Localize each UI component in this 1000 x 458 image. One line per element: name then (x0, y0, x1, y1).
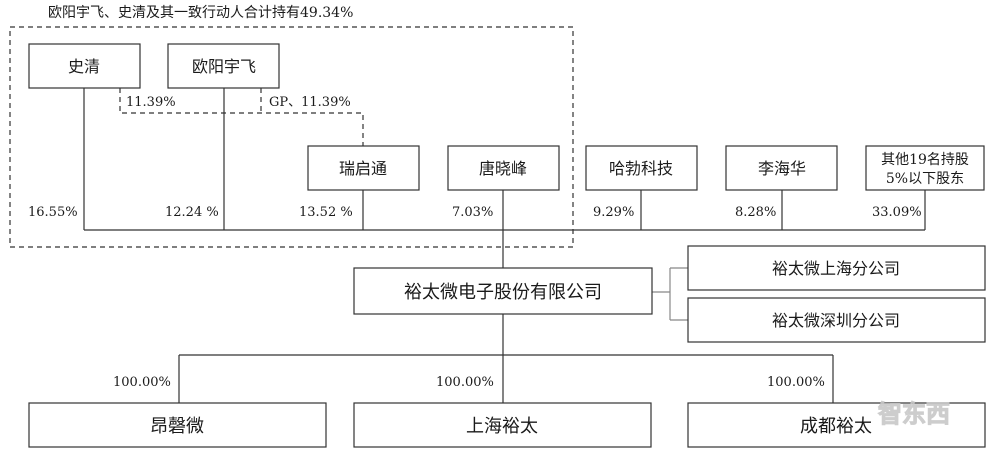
pct-other-shareholders: 33.09% (872, 205, 922, 220)
svg-text:史清: 史清 (68, 57, 100, 76)
svg-text:裕太微深圳分公司: 裕太微深圳分公司 (772, 311, 900, 330)
pct-tang-xiaofeng: 7.03% (452, 205, 493, 220)
svg-text:其他19名持股: 其他19名持股 (881, 152, 969, 168)
node-angqingwei: 昂磬微 (28, 402, 327, 448)
node-tang-xiaofeng: 唐晓峰 (447, 145, 560, 191)
node-chengdu-yutai: 成都裕太 (687, 402, 986, 448)
pct-shi-qing: 16.55% (28, 205, 78, 220)
pct-li-haihua: 8.28% (735, 205, 776, 220)
subsidiary-connectors (178, 314, 834, 403)
svg-text:裕太微上海分公司: 裕太微上海分公司 (772, 259, 900, 278)
node-ruiqitong: 瑞启通 (307, 145, 420, 191)
pct-ruiqitong: 13.52 % (299, 205, 353, 220)
svg-text:昂磬微: 昂磬微 (150, 416, 204, 437)
node-other-shareholders: 其他19名持股 5%以下股东 (865, 145, 985, 191)
pct-shanghai-yutai: 100.00% (436, 375, 494, 390)
svg-text:5%以下股东: 5%以下股东 (886, 171, 964, 187)
pct-chengdu-yutai: 100.00% (767, 375, 825, 390)
node-shanghai-yutai: 上海裕太 (353, 402, 652, 448)
svg-text:裕太微电子股份有限公司: 裕太微电子股份有限公司 (404, 282, 602, 303)
svg-text:唐晓峰: 唐晓峰 (479, 159, 527, 178)
pct-shi-qing-to-ruiqitong: 11.39% (126, 95, 176, 110)
node-li-haihua: 李海华 (725, 145, 838, 191)
node-company: 裕太微电子股份有限公司 (353, 267, 653, 315)
svg-text:李海华: 李海华 (758, 159, 806, 178)
node-habo-tech: 哈勃科技 (585, 145, 698, 191)
pct-angqingwei: 100.00% (113, 375, 171, 390)
branch-connectors (652, 267, 688, 321)
pct-habo-tech: 9.29% (593, 205, 634, 220)
svg-text:欧阳宇飞: 欧阳宇飞 (192, 57, 256, 76)
node-ouyang-yufei: 欧阳宇飞 (167, 43, 280, 89)
pct-ouyang-yufei: 12.24 % (165, 205, 219, 220)
concert-parties-group-boundary (9, 26, 574, 248)
svg-text:瑞启通: 瑞启通 (339, 159, 387, 178)
ruiqitong-partner-links (119, 88, 364, 146)
pct-ouyang-to-ruiqitong: GP、11.39% (269, 95, 351, 110)
node-branch-shenzhen: 裕太微深圳分公司 (687, 297, 986, 343)
watermark: 智东西 (878, 400, 950, 428)
svg-text:上海裕太: 上海裕太 (466, 416, 538, 437)
svg-text:哈勃科技: 哈勃科技 (609, 159, 673, 178)
node-shi-qing: 史清 (28, 43, 141, 89)
shareholder-connectors (83, 88, 926, 268)
node-branch-shanghai: 裕太微上海分公司 (687, 245, 986, 291)
concert-parties-caption: 欧阳宇飞、史清及其一致行动人合计持有49.34% (48, 5, 353, 21)
svg-text:成都裕太: 成都裕太 (800, 416, 872, 437)
